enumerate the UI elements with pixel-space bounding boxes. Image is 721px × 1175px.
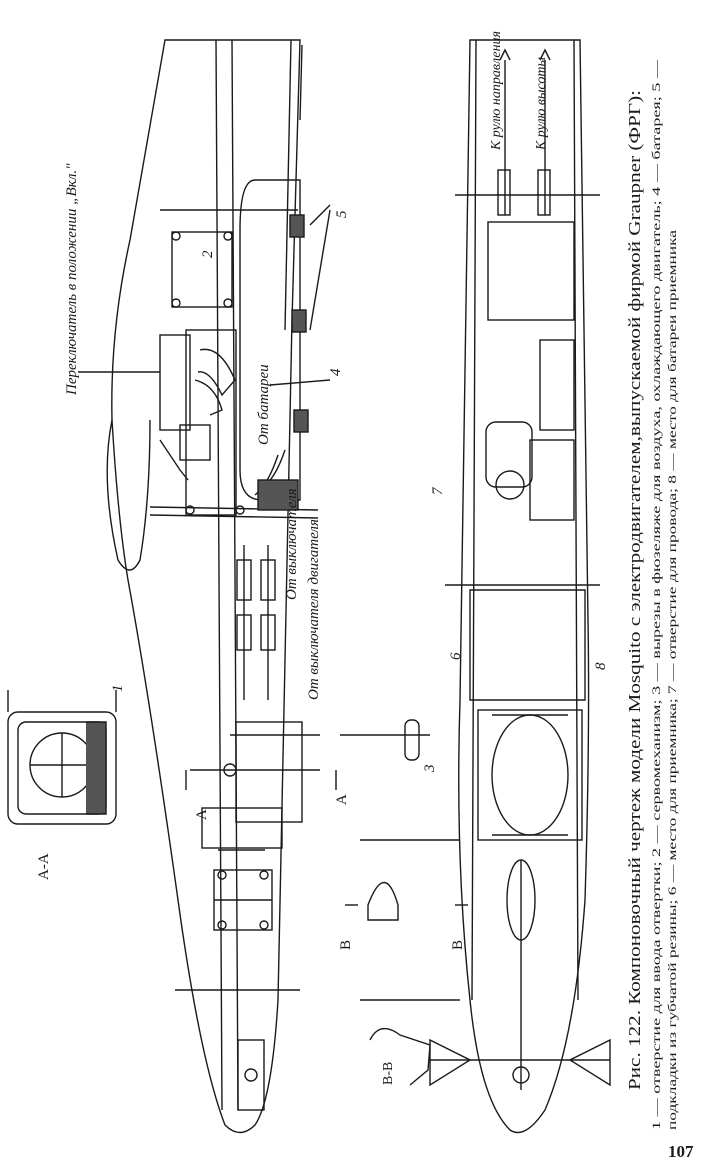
caption-title: Рис. 122. Компоновочный чертеж модели Mo… xyxy=(625,90,644,1090)
label-mark-b-2: В xyxy=(450,940,466,950)
figure-caption: Рис. 122. Компоновочный чертеж модели Mo… xyxy=(625,59,679,1130)
label-to-rudder: К рулю направления xyxy=(489,31,504,151)
side-view-fuselage xyxy=(78,39,337,1134)
section-b-b xyxy=(345,882,468,1086)
label-num-7: 7 xyxy=(430,486,446,495)
label-num-1: 1 xyxy=(110,685,126,693)
label-num-6: 6 xyxy=(448,652,464,660)
label-num-8: 8 xyxy=(593,662,609,670)
caption-line-1: 1 — отверстие для ввода отвертки; 2 — се… xyxy=(649,59,663,1130)
label-section-aa: А-А xyxy=(36,853,52,880)
label-to-elevator: К рулю высоты xyxy=(534,57,549,151)
top-view-fuselage xyxy=(340,39,611,1134)
label-switch-note: Переключатель в положении „Вкл." xyxy=(64,163,80,396)
label-section-bb: В-В xyxy=(381,1062,396,1085)
label-mark-a-2: А xyxy=(334,794,350,805)
label-from-battery: От батареи xyxy=(256,364,272,445)
label-from-motor-switch: От выключателя двигателя xyxy=(306,519,322,700)
caption-line-2: подкладки из губчатой резины; 6 — место … xyxy=(665,229,679,1130)
label-num-2: 2 xyxy=(200,250,216,258)
label-mark-b-1: В xyxy=(338,940,354,950)
label-mark-a-1: А xyxy=(194,809,210,820)
label-from-switch: От выключателя xyxy=(284,488,300,600)
label-num-4: 4 xyxy=(328,368,344,376)
section-a-a xyxy=(7,690,117,825)
label-num-3: 3 xyxy=(422,765,438,774)
label-num-5: 5 xyxy=(334,210,350,218)
page-number: 107 xyxy=(668,1142,694,1161)
diagram-labels: Переключатель в положении „Вкл." От бата… xyxy=(36,31,609,1085)
